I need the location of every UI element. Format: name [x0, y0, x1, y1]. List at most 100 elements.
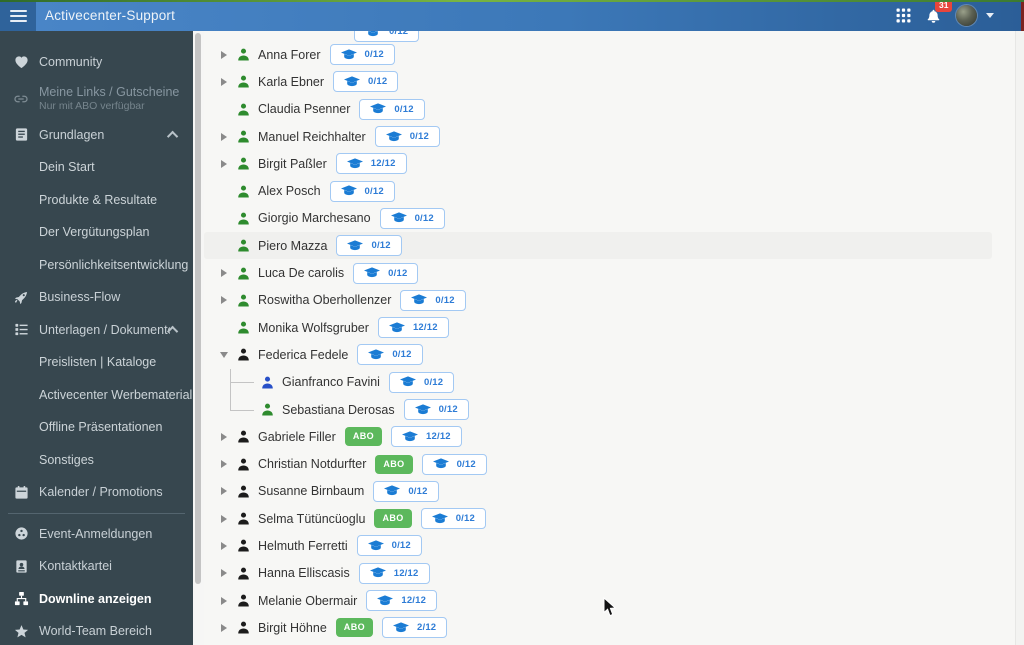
expand-caret-icon[interactable] [218, 487, 230, 495]
abo-badge: ABO [375, 454, 413, 474]
course-progress-badge[interactable]: 0/12 [421, 453, 487, 475]
course-progress-badge[interactable]: 0/12 [400, 289, 466, 311]
graduation-cap-icon [347, 240, 364, 252]
window-scrollbar-track[interactable] [1015, 31, 1024, 645]
sidebar-item-kalender-promotions[interactable]: Kalender / Promotions [0, 476, 193, 509]
course-progress-badge[interactable]: 0/12 [359, 98, 425, 120]
expand-caret-icon[interactable] [218, 133, 230, 141]
sidebar-subitem-der-vergütungsplan[interactable]: Der Vergütungsplan [0, 216, 193, 249]
course-progress-badge[interactable]: 12/12 [358, 562, 430, 584]
sidebar-subitem-dein-start[interactable]: Dein Start [0, 151, 193, 184]
app-header: Activecenter-Support 31 [0, 0, 1024, 31]
sidebar-subitem-sonstiges[interactable]: Sonstiges [0, 444, 193, 477]
course-progress-badge[interactable]: 0/12 [357, 344, 423, 366]
expand-caret-icon[interactable] [218, 542, 230, 550]
sidebar-item-kontaktkartei[interactable]: Kontaktkartei [0, 550, 193, 583]
expand-caret-icon[interactable] [218, 515, 230, 523]
sidebar-subitem-persönlichkeitsentwicklung[interactable]: Persönlichkeitsentwicklung [0, 249, 193, 282]
person-icon-black [236, 620, 251, 635]
course-progress-badge[interactable]: 0/12 [374, 126, 440, 148]
sidebar-item-community[interactable]: Community [0, 46, 193, 79]
course-progress-badge[interactable]: 0/12 [356, 535, 422, 557]
tree-row-luca-de-carolis[interactable]: Luca De carolis 0/12 [204, 259, 1016, 286]
expand-caret-icon[interactable] [218, 160, 230, 168]
course-progress-badge[interactable]: 0/12 [353, 262, 419, 284]
course-progress-badge[interactable]: 0/12 [333, 71, 399, 93]
scrollbar-thumb[interactable] [195, 33, 201, 584]
tree-row-gianfranco-favini[interactable]: Gianfranco Favini 0/12 [204, 368, 1016, 397]
graduation-cap-icon [399, 376, 416, 388]
content-scrollbar[interactable] [193, 31, 204, 645]
graduation-cap-icon [368, 349, 385, 361]
expand-caret-icon[interactable] [218, 78, 230, 86]
person-icon-green [236, 266, 251, 281]
course-progress-badge[interactable]: 0/12 [379, 207, 445, 229]
sidebar-toggle-button[interactable] [0, 0, 36, 31]
course-progress-badge[interactable]: 12/12 [377, 317, 449, 339]
course-progress-badge[interactable]: 0/12 [329, 44, 395, 66]
sidebar-item-business-flow[interactable]: Business-Flow [0, 281, 193, 314]
expand-caret-icon[interactable] [218, 597, 230, 605]
member-name: Luca De carolis [258, 266, 345, 281]
person-icon-black [236, 347, 251, 362]
course-progress-badge[interactable]: 0/12 [420, 508, 486, 530]
expand-caret-icon[interactable] [218, 51, 230, 59]
notifications-button[interactable]: 31 [926, 0, 953, 24]
sidebar-item-unterlagen-dokumente[interactable]: Unterlagen / Dokumente [0, 314, 193, 347]
course-progress-badge[interactable]: 0/12 [388, 371, 455, 393]
sidebar-subitem-label: Activecenter Werbematerial [39, 387, 193, 402]
sidebar-subitem-offline-präsentationen[interactable]: Offline Präsentationen [0, 411, 193, 444]
expand-caret-icon[interactable] [218, 433, 230, 441]
sidebar-item-grundlagen[interactable]: Grundlagen [0, 119, 193, 152]
abo-badge: ABO [374, 509, 412, 529]
user-menu-button[interactable] [956, 5, 994, 26]
course-progress-badge[interactable]: 0/12 [403, 399, 469, 420]
expand-caret-icon[interactable] [218, 624, 230, 632]
course-progress-badge[interactable]: 0/12 [373, 480, 439, 502]
course-count: 0/12 [388, 267, 408, 279]
sidebar-item-world-team-bereich[interactable]: World-Team Bereich [0, 615, 193, 645]
apps-grid-button[interactable] [896, 8, 911, 23]
collapse-caret-icon[interactable] [218, 352, 230, 358]
course-progress-badge[interactable]: 12/12 [366, 590, 438, 612]
course-progress-badge[interactable]: 12/12 [335, 153, 407, 175]
expand-caret-icon[interactable] [218, 460, 230, 468]
sidebar-item-event-anmeldungen[interactable]: Event-Anmeldungen [0, 518, 193, 551]
sidebar-subitem-activecenter-werbematerial[interactable]: Activecenter Werbematerial [0, 379, 193, 412]
sidebar-item-downline-anzeigen[interactable]: Downline anzeigen [0, 583, 193, 616]
course-progress-badge[interactable]: 0/12 [329, 180, 395, 202]
expand-caret-icon[interactable] [218, 269, 230, 277]
person-icon-green [236, 293, 251, 308]
expand-caret-icon[interactable] [218, 569, 230, 577]
course-count: 12/12 [401, 595, 427, 607]
member-name: Gianfranco Favini [282, 375, 380, 390]
course-progress-badge[interactable]: 12/12 [391, 426, 462, 448]
course-progress-badge[interactable]: 0/12 [336, 235, 402, 257]
expand-caret-icon[interactable] [218, 296, 230, 304]
sidebar-subitem-produkte-resultate[interactable]: Produkte & Resultate [0, 184, 193, 217]
course-progress-badge[interactable]: 2/12 [382, 617, 448, 639]
sidebar-subitem-preislisten-kataloge[interactable]: Preislisten | Kataloge [0, 346, 193, 379]
hamburger-icon [9, 9, 27, 22]
